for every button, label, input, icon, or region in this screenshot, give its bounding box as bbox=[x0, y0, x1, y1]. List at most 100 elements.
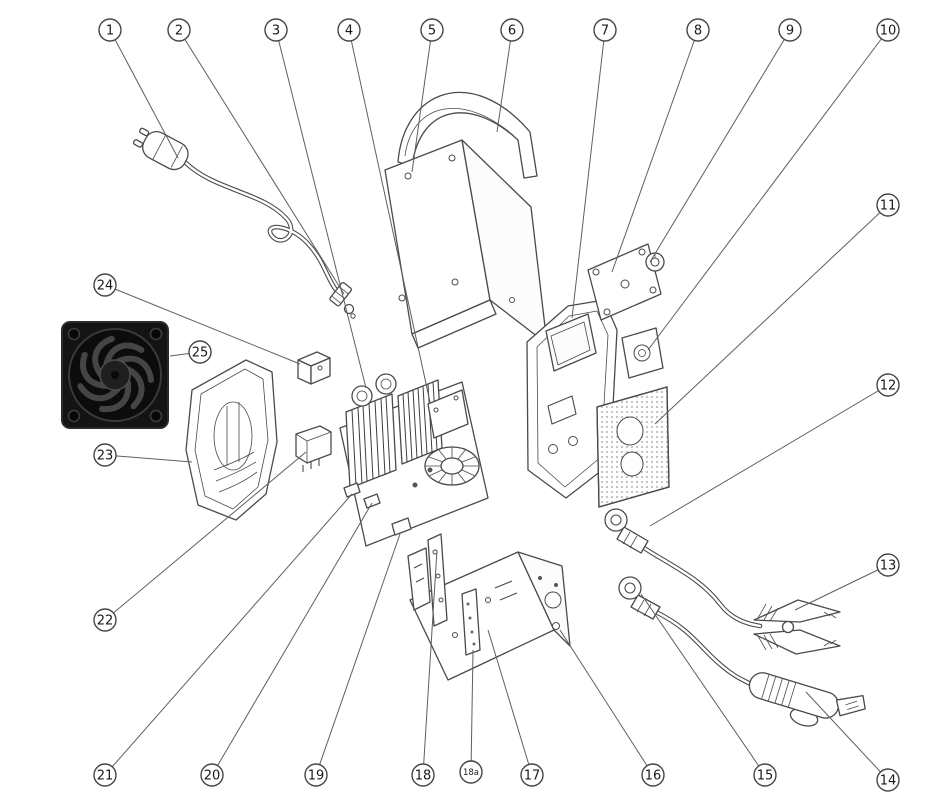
callout-18: 18 bbox=[411, 549, 438, 787]
callout-5: 5 bbox=[411, 18, 444, 173]
callout-circle-18a bbox=[459, 760, 483, 784]
callout-circle-12 bbox=[876, 373, 900, 397]
mounting-bracket bbox=[297, 351, 331, 385]
leader-line-16 bbox=[559, 629, 654, 776]
callout-number-14: 14 bbox=[880, 774, 897, 789]
leader-line-12 bbox=[649, 384, 889, 527]
earth-clamp bbox=[753, 599, 841, 655]
callout-circle-25 bbox=[188, 340, 212, 364]
callout-circle-22 bbox=[93, 608, 117, 632]
callout-circle-8 bbox=[686, 18, 710, 42]
callout-number-5: 5 bbox=[428, 24, 436, 39]
leader-line-7 bbox=[571, 29, 606, 319]
callout-circle-15 bbox=[753, 763, 777, 787]
leader-line-21 bbox=[104, 493, 353, 776]
callout-circle-1 bbox=[98, 18, 122, 42]
leader-line-4 bbox=[348, 29, 431, 403]
leader-line-11 bbox=[654, 204, 889, 425]
rear-panel bbox=[185, 359, 278, 521]
callout-10: 10 bbox=[647, 18, 900, 351]
callout-9: 9 bbox=[649, 18, 802, 263]
callout-21: 21 bbox=[93, 493, 353, 787]
callout-number-23: 23 bbox=[97, 449, 114, 464]
callout-number-25: 25 bbox=[192, 346, 209, 361]
main-pcb-assembly bbox=[339, 373, 489, 547]
callout-number-7: 7 bbox=[601, 24, 609, 39]
dinse-connector-a bbox=[604, 508, 649, 554]
callout-22: 22 bbox=[93, 451, 307, 632]
callout-15: 15 bbox=[640, 593, 777, 787]
adjustment-knob bbox=[645, 252, 665, 272]
terminal-block bbox=[295, 425, 332, 472]
callout-number-13: 13 bbox=[880, 559, 897, 574]
callout-circle-21 bbox=[93, 763, 117, 787]
leader-line-9 bbox=[649, 29, 791, 263]
callout-circle-17 bbox=[520, 763, 544, 787]
callout-18a: 18a bbox=[459, 649, 483, 784]
callout-13: 13 bbox=[794, 553, 900, 611]
support-bracket bbox=[427, 533, 448, 627]
capacitor-1 bbox=[351, 385, 373, 407]
callout-number-18: 18 bbox=[415, 769, 432, 784]
leader-line-19 bbox=[315, 533, 401, 776]
callout-number-6: 6 bbox=[508, 24, 516, 39]
parts-layer bbox=[61, 91, 866, 727]
base-chassis bbox=[407, 547, 571, 681]
clip-1 bbox=[343, 482, 361, 498]
leader-line-2 bbox=[178, 29, 345, 295]
callout-8: 8 bbox=[611, 18, 710, 273]
callout-circle-23 bbox=[93, 443, 117, 467]
callout-number-3: 3 bbox=[272, 24, 280, 39]
callout-circle-4 bbox=[337, 18, 361, 42]
display-window bbox=[545, 313, 597, 372]
callout-circle-11 bbox=[876, 193, 900, 217]
callout-circle-20 bbox=[200, 763, 224, 787]
callout-2: 2 bbox=[167, 18, 345, 295]
callout-circle-19 bbox=[304, 763, 328, 787]
callout-number-1: 1 bbox=[106, 24, 114, 39]
callout-circle-24 bbox=[93, 273, 117, 297]
callout-14: 14 bbox=[805, 691, 900, 792]
callout-7: 7 bbox=[571, 18, 617, 319]
callout-12: 12 bbox=[649, 373, 900, 527]
leader-line-5 bbox=[411, 29, 433, 173]
electrode-holder bbox=[748, 672, 866, 727]
callout-25: 25 bbox=[169, 340, 212, 364]
callout-number-21: 21 bbox=[97, 769, 114, 784]
leader-line-15 bbox=[640, 593, 766, 776]
callout-17: 17 bbox=[487, 629, 544, 787]
callout-6: 6 bbox=[496, 18, 524, 133]
leader-line-17 bbox=[487, 629, 533, 776]
callout-1: 1 bbox=[98, 18, 179, 159]
leader-line-24 bbox=[104, 284, 301, 365]
front-panel bbox=[526, 299, 618, 499]
callout-16: 16 bbox=[559, 629, 665, 787]
callout-circle-10 bbox=[876, 18, 900, 42]
leader-line-18a bbox=[470, 649, 474, 773]
callout-number-15: 15 bbox=[757, 769, 774, 784]
leader-line-14 bbox=[805, 691, 889, 781]
callout-circle-6 bbox=[500, 18, 524, 42]
power-plug bbox=[132, 127, 189, 171]
callout-circle-9 bbox=[778, 18, 802, 42]
fan-blades bbox=[77, 335, 154, 413]
callout-circle-5 bbox=[420, 18, 444, 42]
callout-number-11: 11 bbox=[880, 199, 897, 214]
callout-number-10: 10 bbox=[880, 24, 897, 39]
callout-circle-14 bbox=[876, 768, 900, 792]
callout-number-9: 9 bbox=[786, 24, 794, 39]
callout-4: 4 bbox=[337, 18, 431, 403]
leader-line-13 bbox=[794, 564, 889, 611]
callout-11: 11 bbox=[654, 193, 900, 425]
leader-line-3 bbox=[275, 29, 367, 389]
callout-number-4: 4 bbox=[345, 24, 353, 39]
callout-circle-18 bbox=[411, 763, 435, 787]
callout-20: 20 bbox=[200, 502, 373, 787]
callout-number-2: 2 bbox=[175, 24, 183, 39]
callout-circle-7 bbox=[593, 18, 617, 42]
callout-circle-16 bbox=[641, 763, 665, 787]
callout-number-19: 19 bbox=[308, 769, 325, 784]
callout-number-24: 24 bbox=[97, 279, 114, 294]
